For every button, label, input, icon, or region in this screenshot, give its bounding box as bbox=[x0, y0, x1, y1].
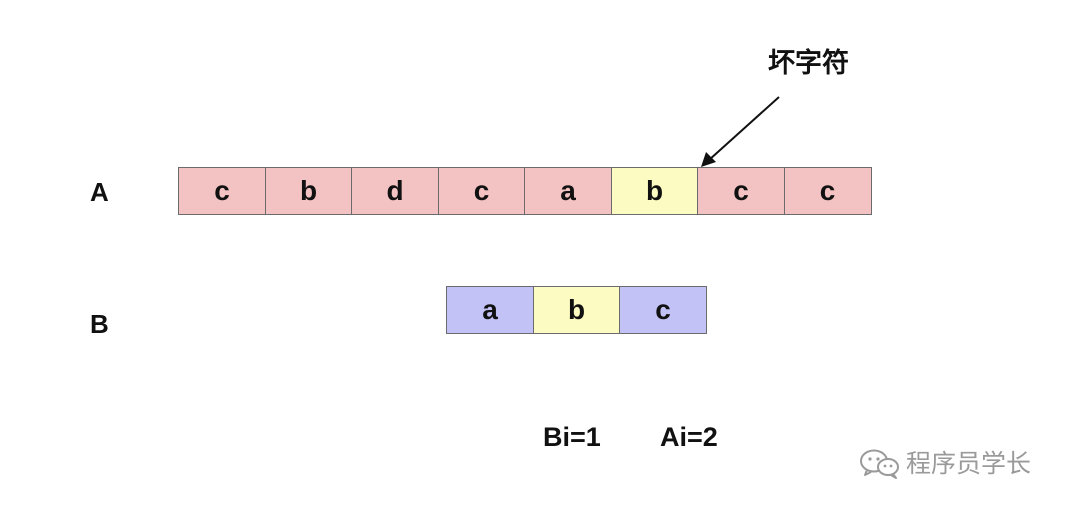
string-a-bad-char-cell: b bbox=[610, 167, 699, 215]
bad-char-label: 坏字符 bbox=[768, 48, 849, 79]
string-a-cell: c bbox=[697, 167, 785, 215]
watermark: 程序员学长 bbox=[858, 447, 1031, 479]
string-a-cell: c bbox=[437, 167, 526, 215]
string-a: c b d c a b c c bbox=[178, 167, 872, 215]
watermark-text: 程序员学长 bbox=[906, 448, 1032, 478]
string-a-cell: b bbox=[264, 167, 353, 215]
string-a-cell: c bbox=[783, 167, 872, 215]
string-a-cell: a bbox=[524, 167, 612, 215]
string-a-cell: d bbox=[351, 167, 439, 215]
string-a-cell: c bbox=[178, 167, 266, 215]
wechat-icon bbox=[860, 449, 899, 479]
string-b-match-cell: b bbox=[532, 286, 621, 334]
bi-label: Bi=1 bbox=[543, 422, 601, 452]
string-b: a b c bbox=[446, 286, 707, 334]
string-b-cell: a bbox=[446, 286, 534, 334]
row-a-label: A bbox=[90, 177, 109, 207]
string-b-cell: c bbox=[619, 286, 707, 334]
row-b-label: B bbox=[90, 309, 109, 339]
ai-label: Ai=2 bbox=[660, 422, 718, 452]
